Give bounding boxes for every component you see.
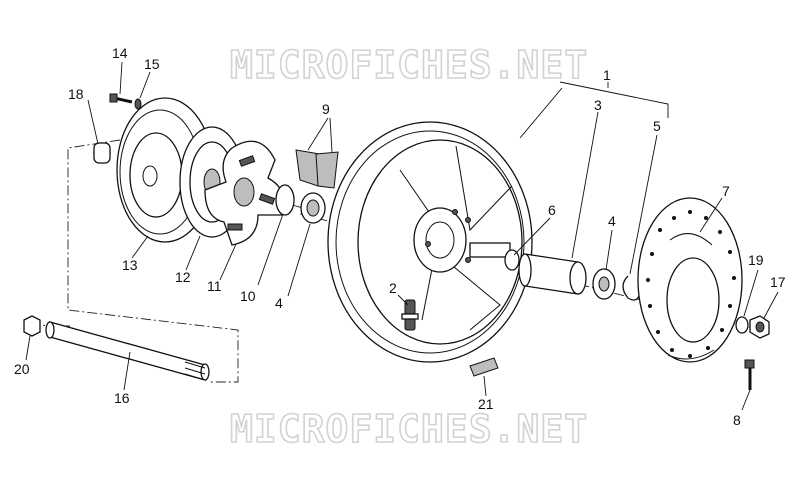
callout-13: 13: [122, 257, 138, 273]
brake-disc: [637, 197, 743, 363]
callout-16: 16: [114, 390, 130, 406]
callout-20: 20: [14, 361, 30, 377]
inner-spacer: [469, 242, 520, 271]
callout-9: 9: [322, 101, 330, 117]
callout-6: 6: [548, 202, 556, 218]
nut: [749, 315, 770, 339]
callout-12: 12: [175, 269, 191, 285]
valve: [401, 299, 419, 331]
callout-11: 11: [207, 278, 222, 294]
disc-bolt: [744, 359, 755, 390]
callout-2: 2: [389, 280, 397, 296]
spacer: [93, 142, 111, 164]
callout-21: 21: [478, 396, 494, 412]
screw-and-washer: [109, 93, 142, 110]
callout-19: 19: [748, 252, 764, 268]
leader-lines: [25, 61, 779, 411]
callout-15: 15: [144, 56, 160, 72]
callout-17: 17: [770, 274, 786, 290]
wheel-rim: [327, 121, 533, 363]
wheel-axle: [45, 321, 210, 381]
callout-labels: 1 2 3 4 4 5 6 7 8 9 10 11 12 13 14 15 16…: [14, 45, 786, 428]
callout-18: 18: [68, 86, 84, 102]
balance-weight: [469, 357, 499, 377]
watermark-top: MICROFICHES.NET: [230, 43, 588, 87]
callout-4b: 4: [608, 213, 616, 229]
bearing-left: [300, 192, 326, 224]
watermark-bottom: MICROFICHES.NET: [230, 407, 588, 451]
callout-7: 7: [722, 183, 730, 199]
callout-1: 1: [603, 67, 611, 83]
dampers: [295, 149, 339, 189]
callout-8: 8: [733, 412, 741, 428]
callout-3: 3: [594, 97, 602, 113]
circlip: [622, 275, 641, 301]
callout-14: 14: [112, 45, 128, 61]
callout-5: 5: [653, 118, 661, 134]
axle-nut: [23, 315, 41, 337]
shoe-plate: [204, 140, 285, 246]
hub-sleeve: [518, 253, 587, 295]
bearing-right: [592, 268, 616, 300]
callout-10: 10: [240, 288, 256, 304]
callout-4a: 4: [275, 295, 283, 311]
washer-disc: [735, 316, 749, 334]
o-ring: [275, 184, 295, 216]
